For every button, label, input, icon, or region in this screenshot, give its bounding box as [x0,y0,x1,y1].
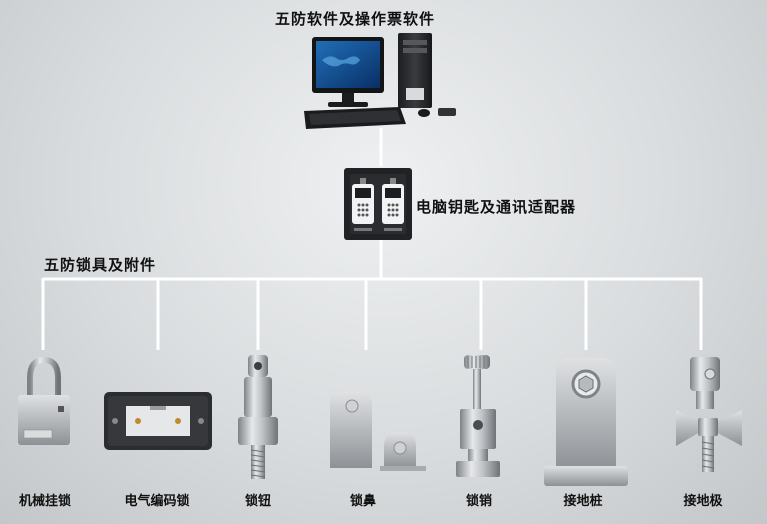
lock-nose-image [330,392,426,471]
computer-key-adapter-image [344,168,412,240]
grounding-electrode-image [676,357,742,472]
lock-pin-image [456,355,500,477]
computer-image [304,33,456,129]
electric-code-lock-image [104,392,212,450]
grounding-post-image [544,358,628,486]
lock-button-image [238,355,278,479]
mouse-icon [418,109,430,117]
mechanical-padlock-image [18,360,70,445]
monitor-screen [316,41,380,88]
